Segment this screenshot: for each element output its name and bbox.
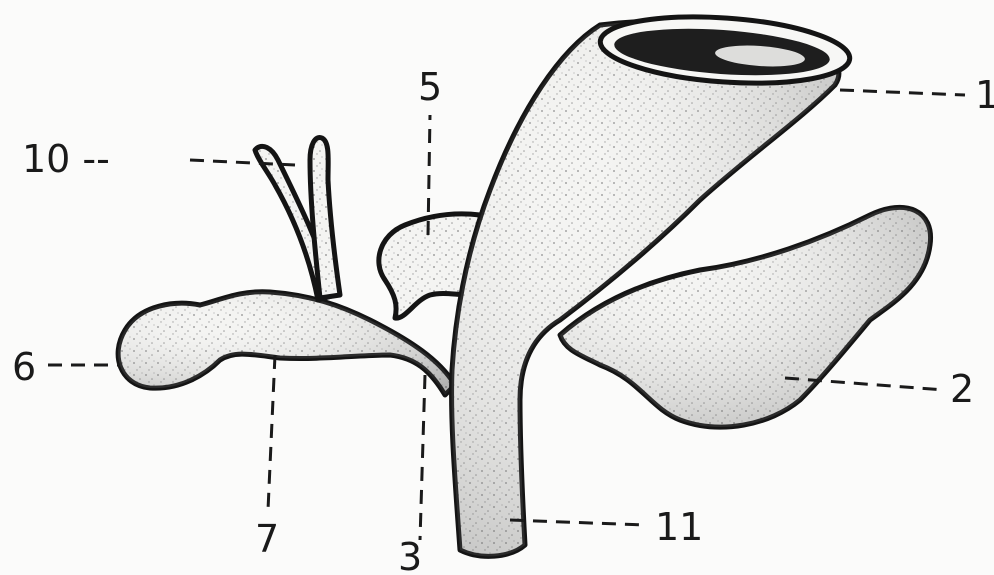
label-3: 3 — [398, 535, 422, 575]
label-7: 7 — [255, 517, 279, 561]
label-1: 1 — [975, 73, 994, 117]
label-2: 2 — [950, 367, 974, 411]
label-6: 6 — [12, 345, 36, 389]
label-10: 10 -- — [22, 137, 110, 181]
leader-3 — [420, 375, 425, 540]
leader-1 — [840, 90, 965, 95]
label-5: 5 — [418, 65, 442, 109]
label-11: 11 — [655, 505, 703, 549]
leader-11 — [510, 520, 645, 525]
leader-7 — [268, 355, 275, 510]
